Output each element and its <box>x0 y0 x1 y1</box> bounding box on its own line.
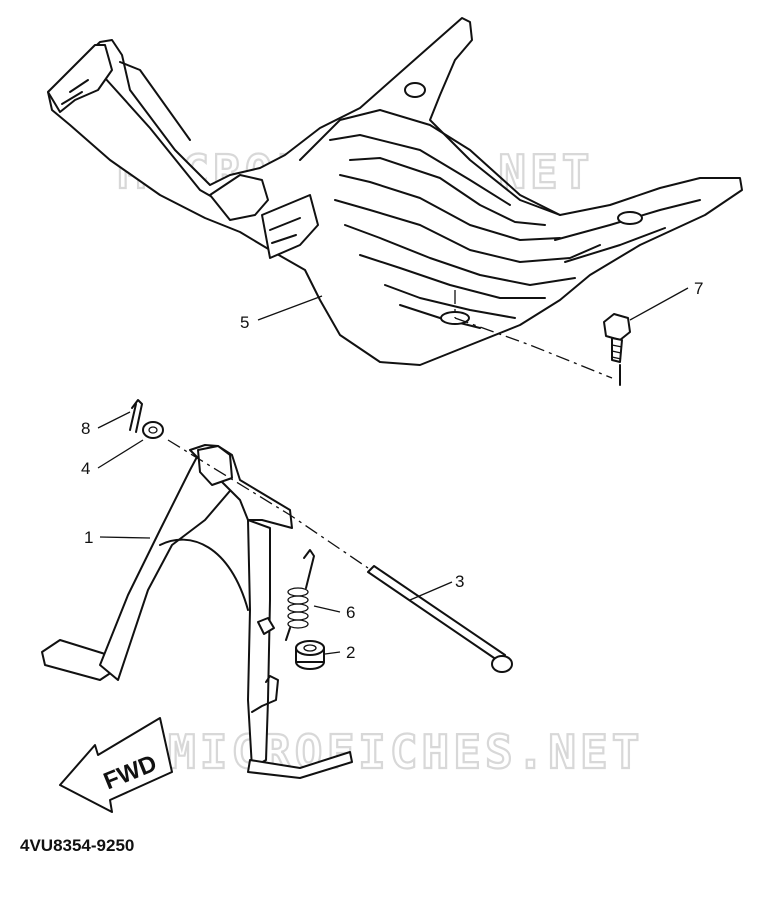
callout-7: 7 <box>694 279 703 298</box>
diagram-code: 4VU8354-9250 <box>20 836 134 855</box>
fwd-arrow: FWD <box>59 717 173 813</box>
watermark-bottom: MICROFICHES.NET <box>168 725 643 779</box>
spring-drawing <box>285 549 315 641</box>
damper-drawing <box>295 640 325 670</box>
callout-3: 3 <box>455 572 464 591</box>
washer-drawing <box>142 421 164 439</box>
bolt-drawing <box>603 313 631 386</box>
callout-6: 5 <box>240 313 249 332</box>
cotter-pin-drawing <box>129 399 143 433</box>
shaft-drawing <box>167 439 513 673</box>
callout-8: 8 <box>81 419 90 438</box>
callout-5: 6 <box>346 603 355 622</box>
footrest-board-drawing <box>47 17 743 379</box>
leader-lines <box>97 287 689 655</box>
main-stand-drawing <box>41 444 353 779</box>
callout-4: 4 <box>81 459 90 478</box>
callout-1: 1 <box>84 528 93 547</box>
callout-2: 2 <box>346 643 355 662</box>
